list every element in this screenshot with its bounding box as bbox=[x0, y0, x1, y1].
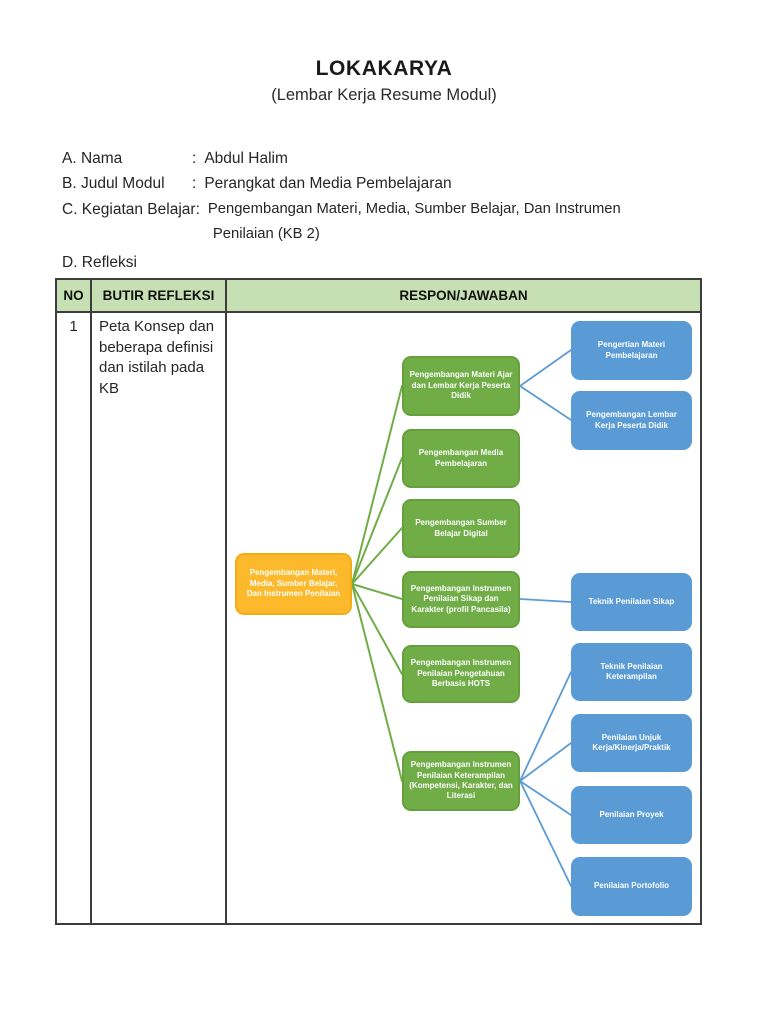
root-node-pengembangan-materi: Pengembangan Materi, Media, Sumber Belaj… bbox=[235, 553, 352, 615]
info-label-nama: A. Nama bbox=[62, 150, 123, 167]
info-separator: : bbox=[192, 150, 197, 167]
leaf-node-teknik-penilaian-sikap: Teknik Penilaian Sikap bbox=[571, 573, 692, 631]
kegiatan-belajar-line2: Penilaian (KB 2) bbox=[212, 226, 320, 243]
info-label-kegiatan-belajar: C. Kegiatan Belajar bbox=[62, 200, 196, 218]
header-butir-refleksi: BUTIR REFLEKSI bbox=[90, 278, 227, 313]
branch-node-media-pembelajaran: Pengembangan Media Pembelajaran bbox=[402, 429, 520, 488]
refleksi-table: NO BUTIR REFLEKSI RESPON/JAWABAN 1 Peta … bbox=[55, 278, 702, 925]
connector-lines bbox=[351, 349, 572, 887]
info-separator: : bbox=[195, 200, 200, 218]
header-no: NO bbox=[55, 278, 92, 313]
leaf-node-penilaian-portofolio: Penilaian Portofolio bbox=[571, 857, 692, 916]
branch-node-sumber-belajar-digital: Pengembangan Sumber Belajar Digital bbox=[402, 499, 520, 558]
info-label-judul-modul: B. Judul Modul bbox=[62, 175, 165, 193]
info-separator: : bbox=[192, 175, 197, 193]
branch-node-penilaian-pengetahuan-hots: Pengembangan Instrumen Penilaian Pengeta… bbox=[402, 645, 520, 703]
row-number-cell: 1 bbox=[55, 311, 92, 925]
branch-node-materi-ajar: Pengembangan Materi Ajar dan Lembar Kerj… bbox=[402, 356, 520, 416]
info-label-refleksi: D. Refleksi bbox=[62, 253, 137, 271]
page-title: LOKAKARYA bbox=[315, 57, 453, 80]
info-row-judul-modul: B. Judul Modul : Perangkat dan Media Pem… bbox=[62, 171, 702, 196]
table-row: 1 Peta Konsep dan beberapa definisi dan … bbox=[55, 311, 702, 925]
info-list: A. Nama : Abdul Halim B. Judul Modul : P… bbox=[62, 146, 702, 275]
concept-map: Pengembangan Materi, Media, Sumber Belaj… bbox=[227, 316, 698, 920]
table-header-row: NO BUTIR REFLEKSI RESPON/JAWABAN bbox=[55, 278, 702, 313]
respon-jawaban-cell: Pengembangan Materi, Media, Sumber Belaj… bbox=[225, 311, 702, 925]
kegiatan-belajar-line1: Pengembangan Materi, Media, Sumber Belaj… bbox=[207, 200, 621, 217]
info-value-judul-modul: Perangkat dan Media Pembelajaran bbox=[204, 175, 452, 193]
branch-node-penilaian-sikap: Pengembangan Instrumen Penilaian Sikap d… bbox=[402, 571, 520, 628]
info-row-refleksi: D. Refleksi bbox=[62, 250, 702, 275]
branch-node-penilaian-keterampilan: Pengembangan Instrumen Penilaian Keteram… bbox=[402, 751, 520, 811]
info-row-nama: A. Nama : Abdul Halim bbox=[62, 146, 702, 171]
butir-refleksi-cell: Peta Konsep dan beberapa definisi dan is… bbox=[90, 311, 227, 925]
page-subtitle: (Lembar Kerja Resume Modul) bbox=[271, 86, 497, 104]
leaf-node-penilaian-unjuk-kerja: Penilaian Unjuk Kerja/Kinerja/Praktik bbox=[571, 714, 692, 772]
info-value-nama: Abdul Halim bbox=[204, 150, 288, 167]
info-value-kegiatan-belajar: Pengembangan Materi, Media, Sumber Belaj… bbox=[208, 197, 621, 248]
leaf-node-penilaian-proyek: Penilaian Proyek bbox=[571, 786, 692, 844]
leaf-node-pengertian-materi: Pengertian Materi Pembelajaran bbox=[571, 321, 692, 380]
leaf-node-teknik-penilaian-keterampilan: Teknik Penilaian Keterampilan bbox=[571, 643, 692, 701]
header-respon-jawaban: RESPON/JAWABAN bbox=[225, 278, 702, 313]
info-row-kegiatan-belajar: C. Kegiatan Belajar : Pengembangan Mater… bbox=[62, 197, 702, 248]
leaf-node-lembar-kerja: Pengembangan Lembar Kerja Peserta Didik bbox=[571, 391, 692, 450]
